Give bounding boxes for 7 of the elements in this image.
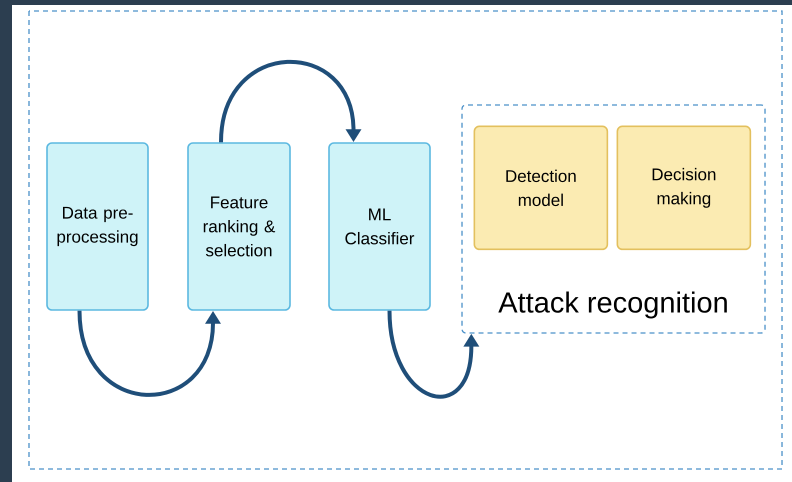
curved-arrow	[219, 60, 362, 142]
process-box: ML Classifier	[328, 142, 431, 311]
group-title: Attack recognition	[498, 291, 727, 319]
process-box: Data pre-processing	[46, 142, 149, 311]
process-box: Feature ranking & selection	[187, 142, 291, 311]
component-box: Decision making	[616, 126, 752, 250]
component-box: Detection model	[474, 126, 608, 250]
